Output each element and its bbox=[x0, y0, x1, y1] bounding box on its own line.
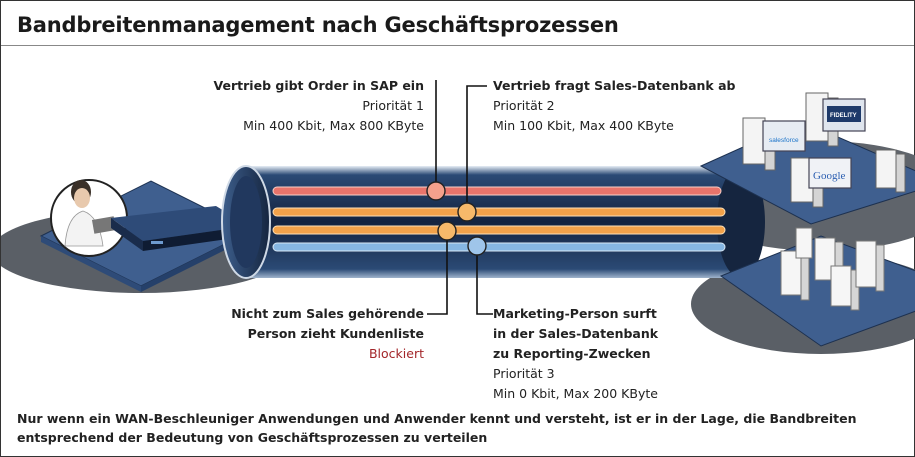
user-portrait bbox=[50, 179, 128, 257]
marketing-heading-1: Marketing-Person surft bbox=[493, 306, 657, 321]
sap-priority: Priorität 1 bbox=[362, 98, 424, 113]
bandwidth-diagram: salesforce FIDELITY Google bbox=[0, 80, 915, 354]
lane-blocked bbox=[272, 225, 726, 235]
title-divider bbox=[1, 45, 914, 46]
sap-heading: Vertrieb gibt Order in SAP ein bbox=[213, 78, 424, 93]
marketing-heading-2: in der Sales-Datenbank bbox=[493, 326, 659, 341]
diagram-scene: salesforce FIDELITY Google bbox=[0, 46, 915, 408]
marker-sales bbox=[457, 202, 477, 222]
fidelity-logo-text: FIDELITY bbox=[830, 113, 857, 119]
traffic-lanes bbox=[272, 186, 726, 252]
page-title: Bandbreitenmanagement nach Geschäftsproz… bbox=[17, 13, 619, 37]
screen-salesforce: salesforce bbox=[762, 120, 806, 152]
marketing-heading-3: zu Reporting-Zwecken bbox=[493, 346, 651, 361]
sales-priority: Priorität 2 bbox=[493, 98, 555, 113]
label-marketing-person: Marketing-Person surft in der Sales-Date… bbox=[493, 304, 658, 404]
blocked-heading-2: Person zieht Kundenliste bbox=[247, 326, 424, 341]
lane-priority-2 bbox=[272, 207, 726, 217]
salesforce-logo-text: salesforce bbox=[769, 137, 799, 144]
lane-priority-1 bbox=[272, 186, 722, 196]
callout-lines bbox=[427, 80, 493, 315]
marketing-priority: Priorität 3 bbox=[493, 366, 555, 381]
blocked-status: Blockiert bbox=[368, 346, 424, 361]
marker-marketing bbox=[467, 236, 487, 256]
server-cluster-bottom bbox=[780, 227, 885, 311]
lane-priority-3 bbox=[272, 242, 726, 252]
lane-markers bbox=[426, 181, 487, 256]
sales-heading: Vertrieb fragt Sales-Datenbank ab bbox=[493, 78, 736, 93]
google-logo-text: Google bbox=[813, 170, 846, 182]
sap-bandwidth: Min 400 Kbit, Max 800 KByte bbox=[243, 118, 424, 133]
label-sap-order: Vertrieb gibt Order in SAP ein Priorität… bbox=[214, 76, 424, 136]
bandwidth-tube bbox=[221, 165, 765, 279]
blocked-heading-1: Nicht zum Sales gehörende bbox=[231, 306, 424, 321]
sales-bandwidth: Min 100 Kbit, Max 400 KByte bbox=[493, 118, 674, 133]
marker-sap bbox=[426, 181, 446, 201]
marketing-bandwidth: Min 0 Kbit, Max 200 KByte bbox=[493, 386, 658, 401]
footer-caption: Nur wenn ein WAN-Beschleuniger Anwendung… bbox=[17, 411, 857, 445]
marker-blocked bbox=[437, 221, 457, 241]
label-sales-database: Vertrieb fragt Sales-Datenbank ab Priori… bbox=[493, 76, 735, 136]
label-blocked-person: Nicht zum Sales gehörende Person zieht K… bbox=[231, 304, 424, 364]
screen-fidelity: FIDELITY bbox=[822, 98, 866, 132]
screen-google: Google bbox=[808, 157, 852, 189]
